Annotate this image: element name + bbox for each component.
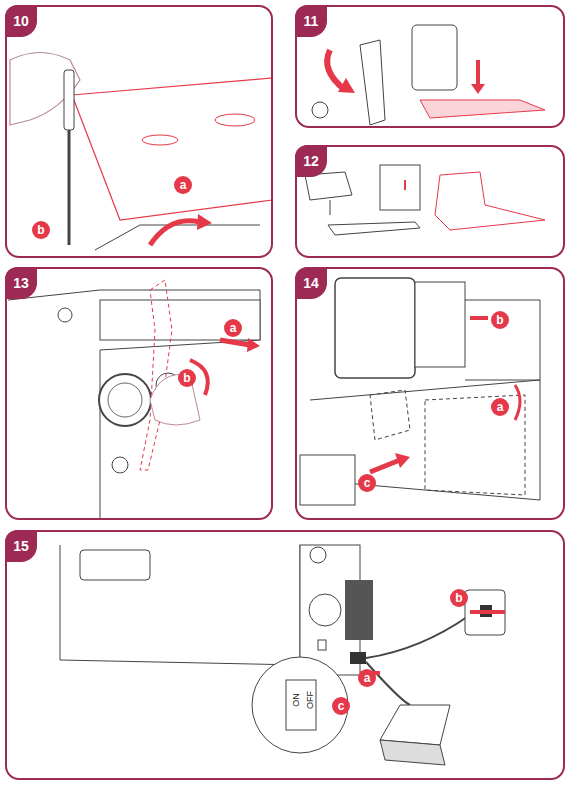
callout-circle: c [332,697,350,715]
step-panel: 13 a b [5,267,273,520]
switch-small [318,640,326,650]
callout-circle: a [358,669,376,687]
switch-label: OFF [305,691,315,709]
lever [360,40,385,125]
dial [99,374,151,426]
button [112,457,128,473]
screwdriver-handle [64,70,74,130]
plug [350,652,366,664]
step-number: 12 [295,145,327,177]
arrow [150,221,200,245]
arrow [330,200,331,215]
callout-letter: c [364,477,371,489]
arrow [220,340,250,345]
handle [80,550,150,580]
callout-circle: a [224,319,242,337]
callout-circle: a [174,176,192,194]
machine-side [415,282,465,367]
accessory-box [300,455,355,505]
arrow-head [197,214,212,230]
callout-letter: b [455,592,462,604]
assembled-foot [435,172,545,230]
knob [310,547,326,563]
machine-back [60,545,300,665]
callout-letter: a [497,401,504,413]
mark [404,180,406,190]
callout-letter: b [37,224,44,236]
arrow-head [395,453,410,468]
callout-circle: b [450,589,468,607]
arrow [370,460,400,472]
screw [312,102,328,118]
step-number: 13 [5,267,37,299]
arrow-head [471,84,485,94]
machine-bed [465,300,540,380]
callout-letter: b [496,314,503,326]
presser-bar [412,25,457,90]
tray-dashed [425,395,525,495]
plate-hole [142,135,178,145]
machine-top [100,300,260,340]
step-panel: 15 a b c [5,530,565,780]
lever-dashed [140,280,172,470]
step-number: 14 [295,267,327,299]
step-panel: 14 b a c [295,267,565,520]
arrow [515,385,520,420]
vent [345,580,373,640]
callout-letter: a [364,672,371,684]
switch-label: ON [291,693,301,707]
callout-circle: a [491,398,509,416]
callout-circle: b [491,311,509,329]
plate-hole [215,114,255,126]
machine-head [335,278,415,378]
arrow-head [338,78,355,93]
step-number: 11 [295,5,327,37]
arrow [470,316,488,320]
handwheel [309,594,341,626]
wall-socket [465,590,505,635]
arrow [327,50,345,90]
step-panel: 12 [295,145,565,258]
step-panel: 11 [295,5,565,128]
foot-pedal [380,705,450,745]
dial-face [108,383,142,417]
arrow [470,610,505,614]
callout-letter: b [183,372,190,384]
step-number: 15 [5,530,37,562]
screwdriver-shaft [68,130,71,245]
arrow [476,60,480,85]
machine-bed [95,225,260,250]
power-cord [366,615,470,658]
pedal-base [380,740,445,765]
step-number: 10 [5,5,37,37]
detail-box [380,165,420,210]
callout-circle: b [32,221,50,239]
arrow-head [247,338,260,352]
cover-dashed [370,390,410,440]
step-panel: 10 a b [5,5,273,258]
callout-circle: b [178,369,196,387]
callout-circle: c [358,474,376,492]
callout-letter: a [230,322,237,334]
callout-letter: c [338,700,345,712]
machine-body [8,290,260,520]
screw [58,308,72,322]
power-switch [286,680,316,730]
presser-foot [328,222,420,235]
callout-letter: a [180,179,187,191]
needle-plate [72,78,272,220]
presser-foot [420,100,545,118]
